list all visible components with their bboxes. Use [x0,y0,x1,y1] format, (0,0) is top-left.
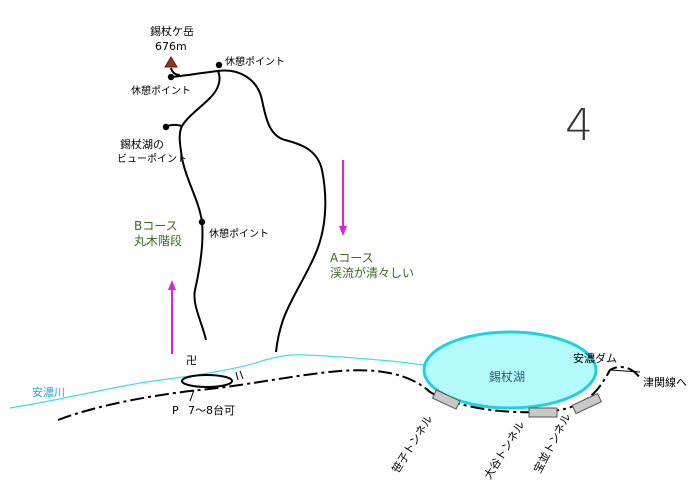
view-point-dot [162,123,170,131]
page-number: 4 [565,100,593,151]
rail-extension [609,369,641,373]
tunnel-label-hounami: 宝並トンネル [530,411,573,476]
lake-label: 錫杖湖 [489,369,525,384]
tunnel-label-otani: 大谷トンネル [481,418,528,481]
tunnel-hounami [571,392,603,415]
course-b-desc: 丸木階段 [134,233,182,248]
river-label: 安濃川 [32,385,65,399]
course-a-desc: 渓流が清々しい [330,265,414,280]
arrow-course-b-up [168,280,176,354]
rest-point-top-label: 休憩ポイント [225,55,285,68]
course-a-title: Aコース [330,251,374,265]
tunnel-sasago [431,389,461,410]
rest-point-mid-label: 休憩ポイント [209,227,269,240]
parking-capacity: 7～8台可 [188,403,235,417]
trail-branch-left [170,70,219,78]
view-point-label-1: 錫杖湖の [120,137,164,151]
summit-name: 錫杖ケ岳 [150,24,194,38]
tunnel-otani [528,407,558,418]
trail-course-a [217,69,327,353]
summit-elevation: 676m [155,40,187,53]
course-b-title: Bコース [134,219,178,233]
summit-icon [164,56,178,68]
trail-summit-spur [170,67,181,76]
road-line [57,365,641,421]
trail-course-b [178,70,221,341]
rest-point-top-dot [215,61,223,69]
rest-point-left-dot [167,73,175,81]
arrow-course-a-down [339,160,347,236]
parking-pointer [189,389,195,402]
rail-destination-label: 津関線へ [643,375,687,389]
rest-point-mid-dot [198,218,206,226]
tunnel-label-sasago: 笹子トンネル [390,413,436,476]
bridge-mark [235,370,244,381]
view-point-label-2: ビューポイント [117,153,187,165]
parking-symbol: P [172,404,179,417]
lake [422,330,598,410]
dam-label: 安濃ダム [573,351,617,365]
temple-icon: 卍 [186,354,197,367]
rest-point-left-label: 休憩ポイント [131,84,191,97]
parking-area [181,374,233,388]
river-line [9,354,451,409]
